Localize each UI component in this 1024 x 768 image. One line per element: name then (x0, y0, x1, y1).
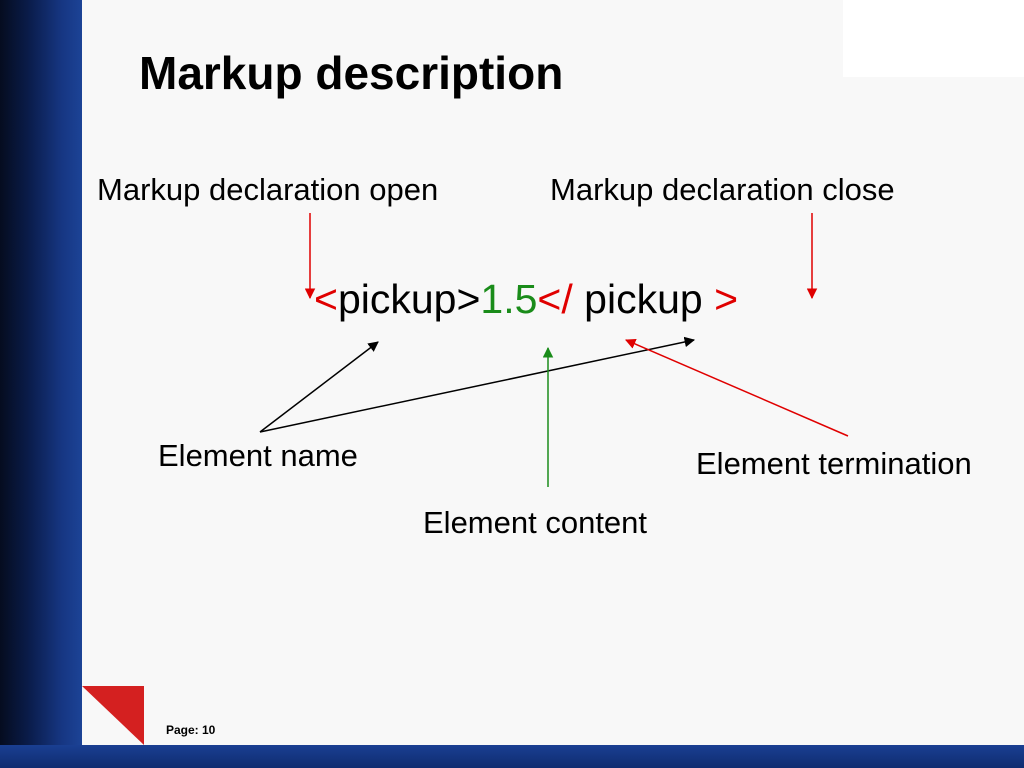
arrow-element-name-start (259, 341, 379, 433)
label-element-name: Element name (158, 438, 358, 473)
left-decorative-band (0, 0, 82, 768)
bottom-decorative-band (0, 745, 1024, 768)
label-element-content: Element content (423, 505, 648, 540)
arrow-element-termination (625, 338, 849, 437)
start-tag-name: pickup> (337, 276, 481, 322)
label-markup-declaration-close: Markup declaration close (550, 172, 895, 207)
markup-open-bracket: < (314, 276, 338, 322)
slide-title: Markup description (139, 47, 564, 99)
red-corner-triangle (82, 686, 144, 745)
markup-close-bracket: > (714, 276, 739, 322)
end-tag-name: pickup (572, 276, 715, 322)
markup-example: <pickup>1.5</ pickup > (314, 279, 738, 320)
element-content-value: 1.5 (480, 276, 538, 322)
top-right-white-box (843, 0, 1024, 77)
label-element-termination: Element termination (696, 446, 972, 481)
label-markup-declaration-open: Markup declaration open (97, 172, 439, 207)
page-number: Page: 10 (166, 723, 216, 737)
markup-close-open-delimiter: </ (537, 276, 573, 322)
arrow-element-name-end (259, 336, 696, 433)
